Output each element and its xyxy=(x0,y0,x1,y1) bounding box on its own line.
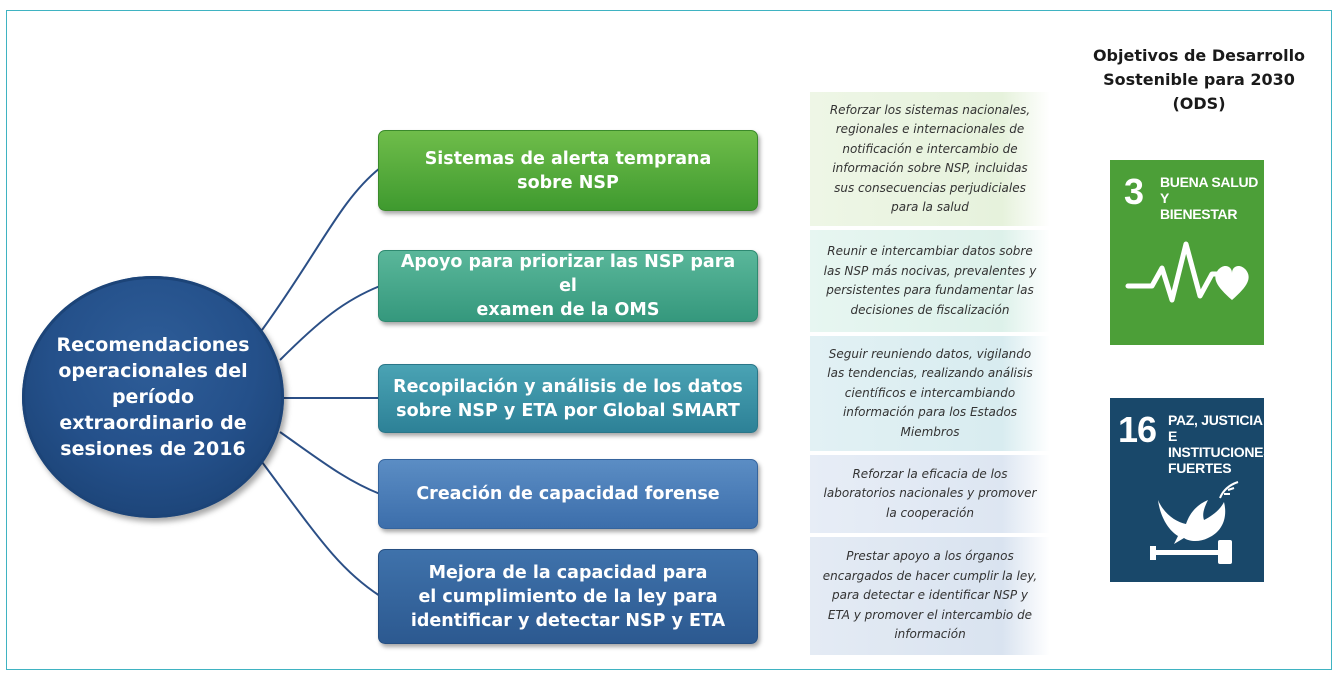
recommendation-prioritize-nsp: Apoyo para priorizar las NSP para el exa… xyxy=(378,250,758,322)
central-topic-label: Recomendaciones operacionales del períod… xyxy=(56,334,250,460)
recommendation-data-collection: Recopilación y análisis de los datos sob… xyxy=(378,364,758,433)
recommendation-forensic-capacity: Creación de capacidad forense xyxy=(378,459,758,529)
heartbeat-icon xyxy=(1125,241,1249,303)
sdg-16-number: 16 xyxy=(1118,409,1157,450)
description-4: Reforzar la eficacia de los laboratorios… xyxy=(810,455,1050,533)
ods-title: Objetivos de Desarrollo Sostenible para … xyxy=(1092,46,1306,113)
recommendation-early-warning: Sistemas de alerta temprana sobre NSP xyxy=(378,130,758,211)
description-5: Prestar apoyo a los órganos encargados d… xyxy=(810,537,1050,655)
central-topic-circle: Recomendaciones operacionales del períod… xyxy=(22,276,284,518)
connector-4 xyxy=(279,431,381,495)
connector-1 xyxy=(261,167,381,331)
description-2: Reunir e intercambiar datos sobre las NS… xyxy=(810,230,1050,332)
recommendation-law-enforcement: Mejora de la capacidad para el cumplimie… xyxy=(378,549,758,644)
sdg-3-label: BUENA SALUD Y BIENESTAR xyxy=(1160,174,1259,222)
description-1: Reforzar los sistemas nacionales, region… xyxy=(810,92,1050,226)
connector-5 xyxy=(261,461,381,597)
sdg-3-number: 3 xyxy=(1124,171,1144,212)
sdg-16-label: PAZ, JUSTICIA E INSTITUCIONES FUERTES xyxy=(1168,412,1273,476)
sdg-16-tile: 16 PAZ, JUSTICIA E INSTITUCIONES FUERTES xyxy=(1110,398,1273,582)
connector-2 xyxy=(279,285,381,361)
description-3: Seguir reuniendo datos, vigilando las te… xyxy=(810,336,1050,451)
dove-gavel-icon xyxy=(1150,481,1239,564)
sdg-3-tile: 3 BUENA SALUD Y BIENESTAR xyxy=(1110,160,1264,345)
